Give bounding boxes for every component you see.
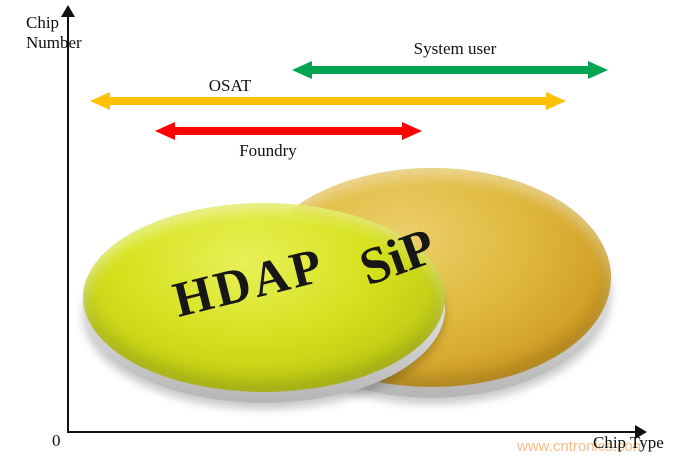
arrow-foundry	[155, 122, 422, 140]
arrow-bar	[110, 97, 546, 105]
arrow-system-user	[292, 61, 608, 79]
origin-label: 0	[52, 431, 61, 450]
x-axis-label: Chip Type	[593, 433, 664, 452]
arrowhead-right-icon	[546, 92, 566, 110]
arrow-osat	[90, 92, 566, 110]
watermark: www.cntronics.com	[517, 438, 646, 455]
arrow-label-osat: OSAT	[208, 76, 252, 95]
disc-hdap	[83, 203, 445, 392]
y-axis-line	[67, 16, 69, 433]
arrow-label-system-user: System user	[413, 39, 497, 58]
arrow-bar	[312, 66, 588, 74]
y-axis-label: Chip Number	[26, 13, 82, 53]
y-axis-arrowhead-icon	[61, 5, 75, 17]
arrowhead-right-icon	[588, 61, 608, 79]
arrow-bar	[175, 127, 402, 135]
x-axis-line	[67, 431, 637, 433]
arrowhead-left-icon	[292, 61, 312, 79]
x-axis-arrowhead-icon	[635, 425, 647, 439]
arrowhead-left-icon	[90, 92, 110, 110]
arrowhead-right-icon	[402, 122, 422, 140]
y-axis-label-line2: Number	[26, 33, 82, 53]
y-axis-label-line1: Chip	[26, 13, 60, 32]
arrow-label-foundry: Foundry	[239, 141, 297, 160]
arrowhead-left-icon	[155, 122, 175, 140]
